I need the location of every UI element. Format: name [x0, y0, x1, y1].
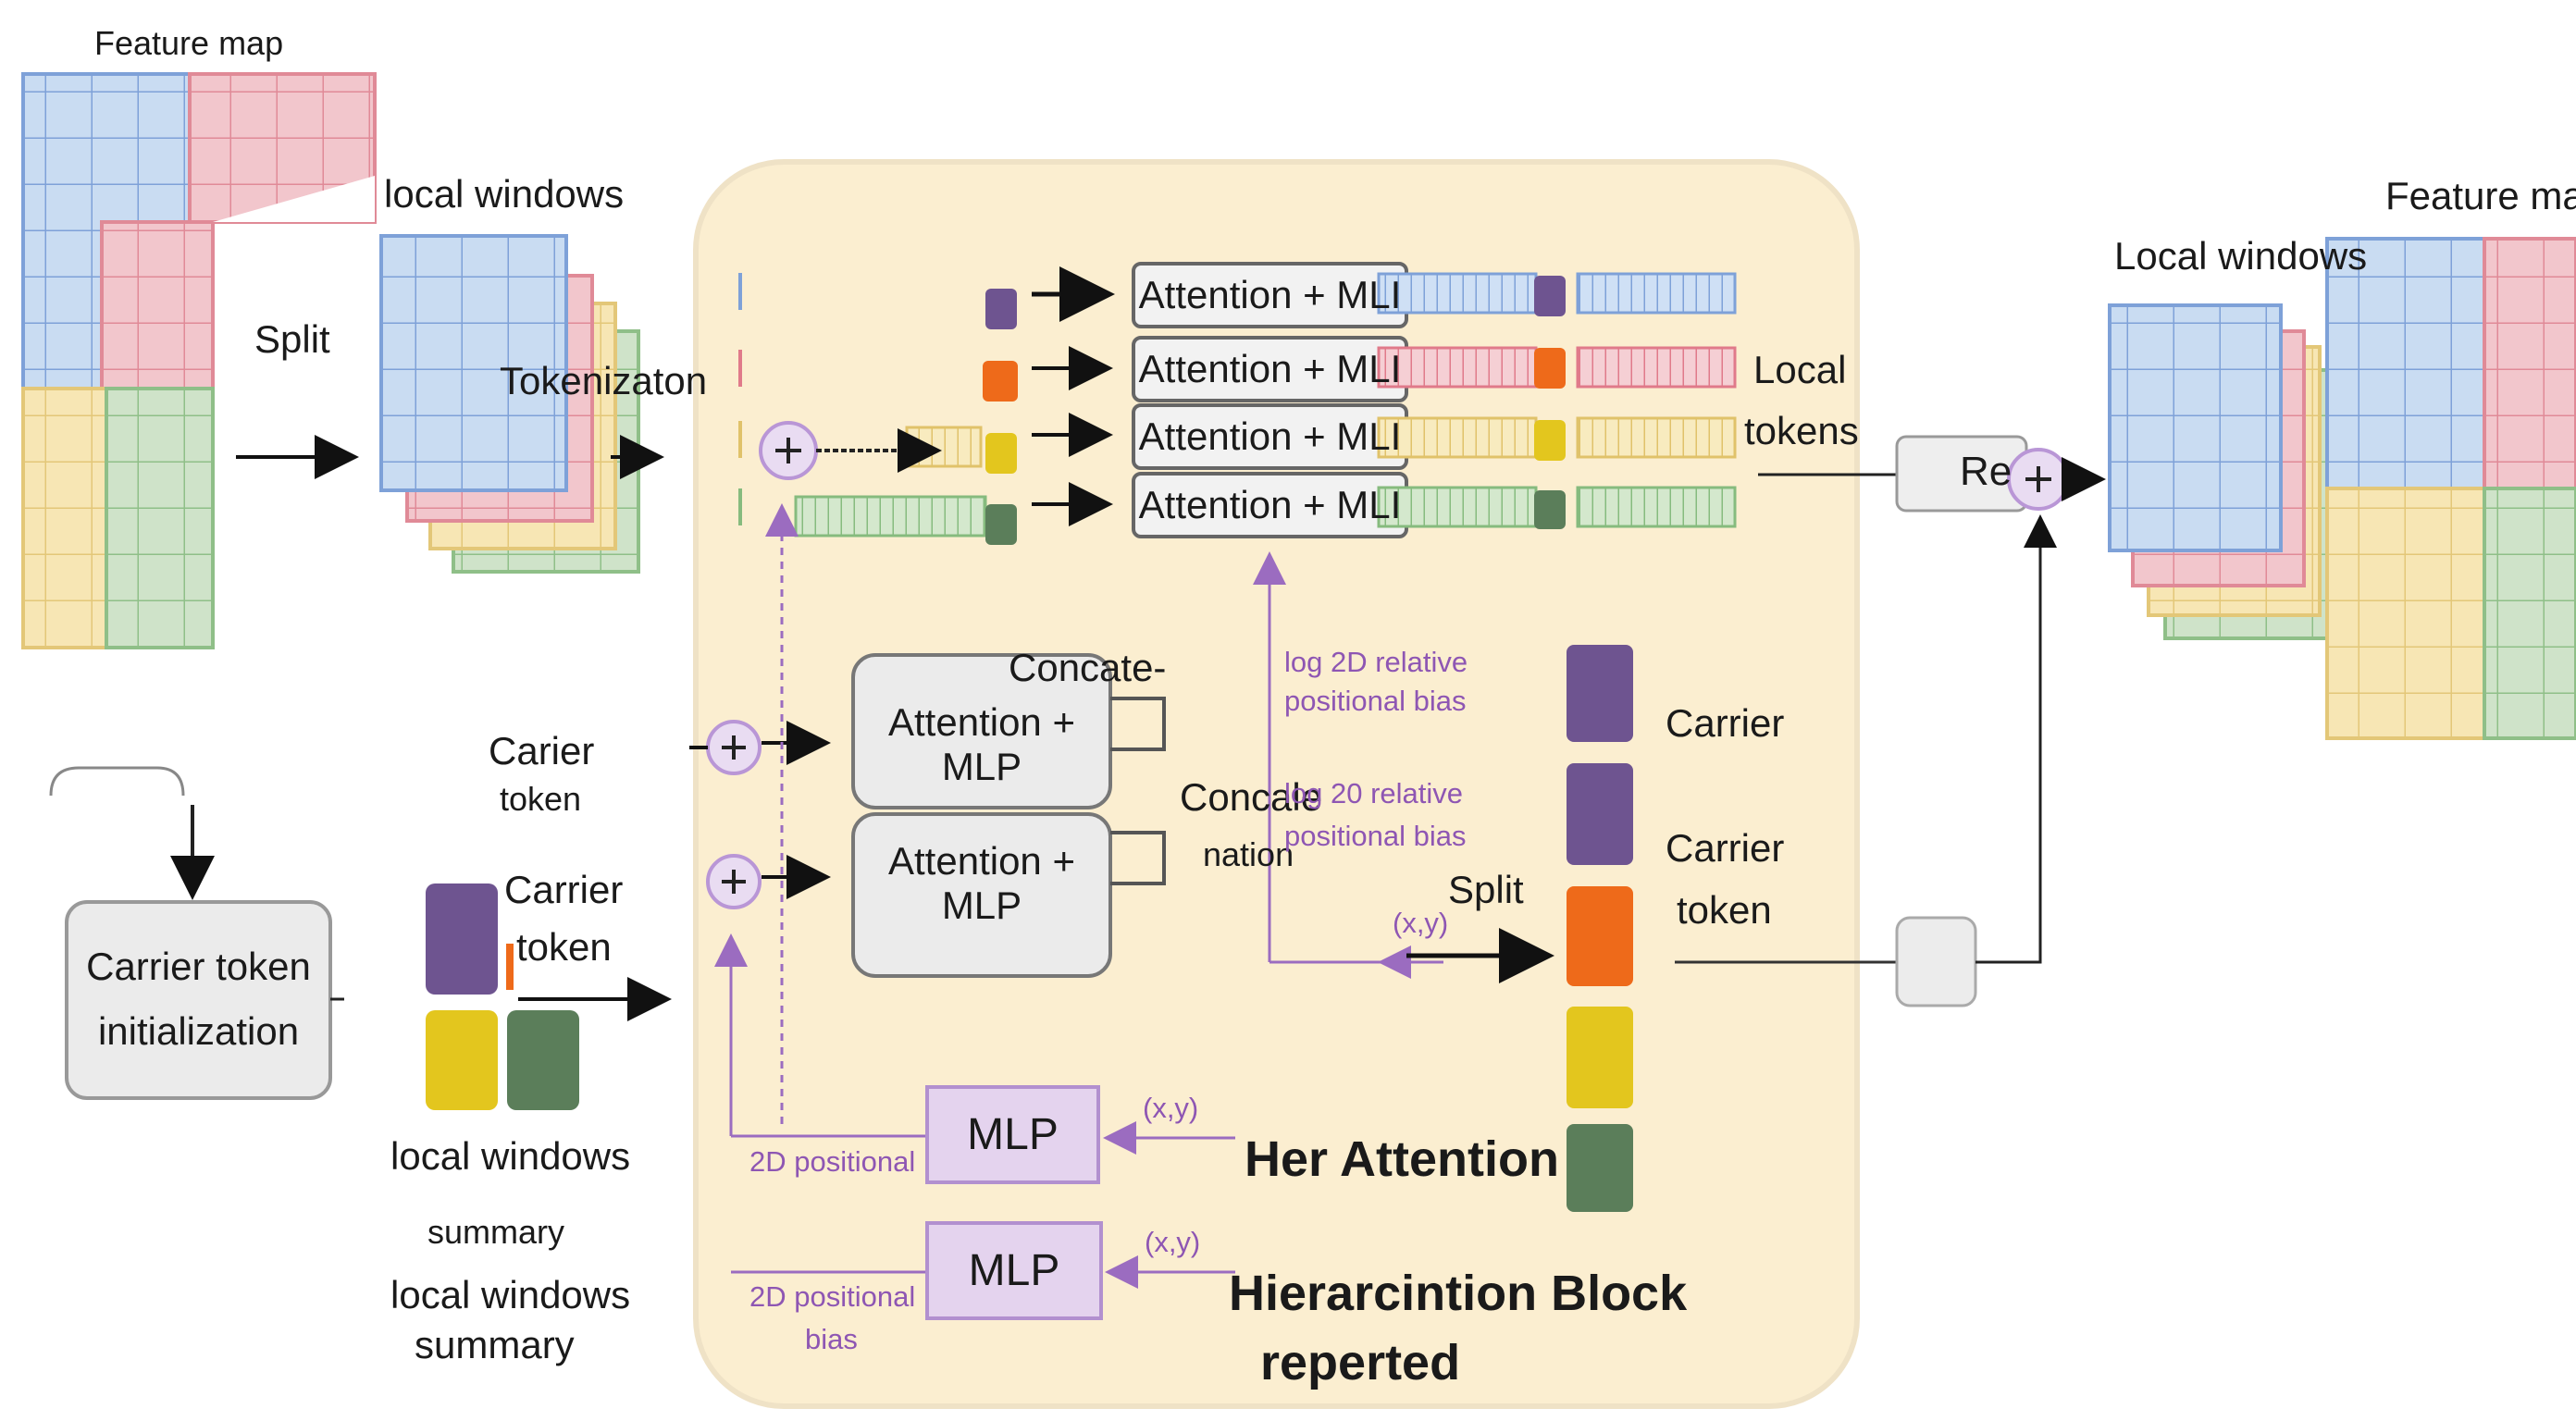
log-bias-1a: log 2D relative [1284, 646, 1468, 678]
her-attention-label: Her Attention [1245, 1131, 1559, 1187]
mlp-label-1: MLP [967, 1110, 1059, 1159]
carrier-attention-box-1 [851, 653, 1112, 809]
left-feature-map-label: Feature map [94, 24, 284, 62]
plus-circle-mid [706, 720, 762, 775]
local-windows-stack-right [2108, 303, 2338, 640]
carrier-label-left: Carrier [504, 868, 624, 911]
reshape-label: Re [1960, 449, 2012, 494]
attention-label-2: Attention + MLI [1138, 347, 1402, 390]
summary-2b: summary [415, 1323, 575, 1366]
token-green-small [985, 504, 1017, 545]
attention-label-3: Attention + MLI [1138, 414, 1402, 458]
xy-mlp-1: (x,y) [1143, 1092, 1199, 1124]
mlp-box-2 [925, 1221, 1103, 1320]
plus-circle-right [2007, 448, 2070, 511]
init-box-label-1: Carrier token [86, 945, 311, 988]
plus-circle-low [706, 854, 762, 909]
concat-label: Concate- [1009, 646, 1167, 689]
mlp-box-1 [925, 1085, 1100, 1184]
carrier-attention-label-2: Attention + MLP [888, 839, 1075, 927]
carrier-attention-box-2 [851, 812, 1112, 978]
right-feature-map-label: Feature map [2385, 174, 2576, 217]
split-label: Split [254, 317, 330, 361]
init-box-label-2: initialization [97, 1009, 300, 1053]
summary-token-green [507, 1010, 579, 1110]
local-windows-stack-left [379, 234, 640, 574]
token-strip-green-in [794, 495, 987, 538]
carrier-token-purple-2 [1567, 763, 1633, 865]
token-orange-small [983, 361, 1018, 402]
summary-token-orange [506, 944, 514, 990]
concatenation-label-2: nation [1203, 835, 1294, 873]
carier-token-label: token [500, 780, 582, 818]
attention-label-1: Attention + MLI [1138, 273, 1402, 316]
summary-token-purple [426, 883, 498, 995]
carrier-token-label-2: token [1677, 888, 1772, 932]
log-bias-1b: positional bias [1284, 685, 1467, 717]
right-local-windows-label: Local windows [2114, 234, 2368, 278]
summary-1b: summary [427, 1213, 565, 1251]
positional-label-1: 2D positional [749, 1145, 916, 1178]
summary-2a: local windows [390, 1273, 631, 1316]
carrier-token-green [1567, 1124, 1633, 1212]
carrier-token-purple-1 [1567, 645, 1633, 742]
carrier-token-orange [1567, 886, 1633, 986]
summary-1a: local windows [390, 1134, 631, 1178]
token-yellow-small [985, 433, 1017, 474]
log-bias-2b: positional bias [1284, 820, 1467, 852]
right-feature-map [2325, 237, 2576, 740]
local-windows-label: local windows [384, 172, 625, 216]
concatenation-label-1: Concale [1180, 775, 1323, 819]
carier-label: Carier [489, 729, 595, 772]
positional-label-2a: 2D positional [749, 1280, 916, 1313]
block-title-2: reperted [1260, 1335, 1461, 1390]
carrier-token-label-1: Carrier [1666, 826, 1785, 870]
xy-label: (x,y) [1393, 907, 1449, 939]
carrier-label: Carrier [1666, 701, 1785, 745]
plus-circle-top [759, 421, 818, 480]
local-tokens-label-1: Local [1753, 348, 1847, 391]
carrier-out-box [1895, 916, 1977, 1007]
token-strip-yellow-in [905, 426, 983, 468]
mlp-label-2: MLP [968, 1246, 1060, 1295]
tokenization-label: Tokenizaton [500, 359, 708, 402]
token-purple-small [985, 289, 1017, 329]
left-feature-map [21, 72, 377, 649]
inner-split-label: Split [1448, 868, 1524, 911]
summary-token-yellow [426, 1010, 498, 1110]
positional-label-2b: bias [805, 1323, 858, 1355]
xy-mlp-2: (x,y) [1145, 1226, 1201, 1258]
attention-label-4: Attention + MLI [1138, 483, 1402, 526]
block-title-1: Hierarcintion Block [1229, 1266, 1688, 1321]
carrier-token-yellow [1567, 1007, 1633, 1108]
carrier-token-label-left: token [516, 925, 612, 969]
local-tokens-label-2: tokens [1744, 409, 1859, 452]
log-bias-2a: log 20 relative [1284, 777, 1464, 809]
carrier-attention-label-1: Attention + MLP [888, 700, 1075, 788]
